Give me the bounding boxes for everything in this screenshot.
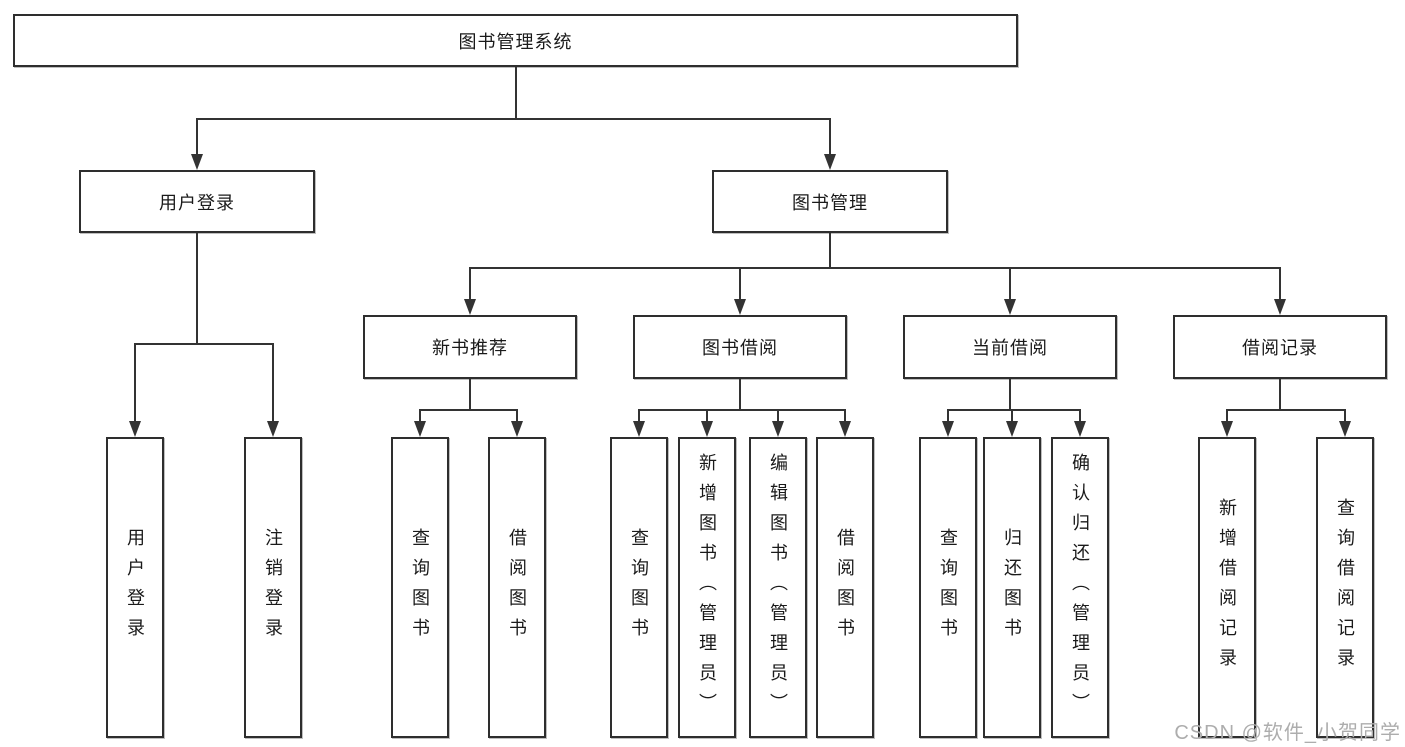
leaf-query-books-current: 查询图书 (919, 437, 977, 738)
connector-book-borrowing-stem (739, 379, 741, 411)
connector-to-leaf (777, 409, 779, 425)
connector-user-login-stem (196, 233, 198, 345)
connector-to-leaf (844, 409, 846, 425)
connector-borrowing-records-stem (1279, 379, 1281, 411)
arrow-down-icon (734, 299, 746, 315)
connector-current-borrowing-hline (947, 409, 1081, 411)
connector-user-login-hline (134, 343, 274, 345)
node-label: 查询借阅记录 (1335, 497, 1355, 678)
connector-to-new-book-rec (469, 267, 471, 301)
leaf-query-borrow-record: 查询借阅记录 (1316, 437, 1374, 738)
connector-to-leaf-user-login (134, 343, 136, 423)
connector-to-leaf (1011, 409, 1013, 425)
connector-to-leaf (638, 409, 640, 425)
leaf-borrow-books: 借阅图书 (816, 437, 874, 738)
leaf-return-books: 归还图书 (983, 437, 1041, 738)
arrow-down-icon (414, 421, 426, 437)
node-label: 用户登录 (159, 192, 235, 213)
leaf-query-books-borrow: 查询图书 (610, 437, 668, 738)
leaf-query-books-rec: 查询图书 (391, 437, 449, 738)
node-label: 注销登录 (263, 527, 283, 648)
node-label: 借阅图书 (835, 527, 855, 648)
leaf-add-book-admin: 新增图书（管理员） (678, 437, 736, 738)
leaf-borrow-books-rec: 借阅图书 (488, 437, 546, 738)
arrow-down-icon (1006, 421, 1018, 437)
node-label: 确认归还（管理员） (1070, 452, 1090, 723)
connector-book-borrowing-hline (638, 409, 846, 411)
connector-to-leaf (1344, 409, 1346, 425)
node-label: 归还图书 (1002, 527, 1022, 648)
connector-to-book-management (829, 118, 831, 158)
arrow-down-icon (1339, 421, 1351, 437)
connector-current-borrowing-stem (1009, 379, 1011, 411)
leaf-add-borrow-record: 新增借阅记录 (1198, 437, 1256, 738)
arrow-down-icon (839, 421, 851, 437)
arrow-down-icon (824, 154, 836, 170)
connector-book-management-stem (829, 233, 831, 269)
connector-book-management-hline (469, 267, 1281, 269)
node-label: 用户登录 (125, 527, 145, 648)
connector-to-user-login (196, 118, 198, 158)
leaf-edit-book-admin: 编辑图书（管理员） (749, 437, 807, 738)
node-label: 图书管理系统 (458, 31, 573, 52)
node-label: 当前借阅 (972, 338, 1048, 358)
node-label: 借阅图书 (507, 527, 527, 648)
arrow-down-icon (267, 421, 279, 437)
arrow-down-icon (701, 421, 713, 437)
connector-to-leaf (947, 409, 949, 425)
connector-new-book-rec-stem (469, 379, 471, 411)
arrow-down-icon (1004, 299, 1016, 315)
connector-to-leaf (706, 409, 708, 425)
connector-to-leaf (419, 409, 421, 425)
arrow-down-icon (772, 421, 784, 437)
node-label: 图书管理 (792, 192, 868, 213)
arrow-down-icon (464, 299, 476, 315)
connector-to-book-borrowing (739, 267, 741, 301)
leaf-user-login: 用户登录 (106, 437, 164, 738)
node-new-book-recommendation: 新书推荐 (363, 315, 577, 379)
connector-new-book-rec-hline (419, 409, 518, 411)
node-borrowing-records: 借阅记录 (1173, 315, 1387, 379)
node-label: 新增借阅记录 (1217, 497, 1237, 678)
node-current-borrowing: 当前借阅 (903, 315, 1117, 379)
connector-borrowing-records-hline (1226, 409, 1346, 411)
node-label: 查询图书 (629, 527, 649, 648)
connector-to-leaf (516, 409, 518, 425)
arrow-down-icon (1221, 421, 1233, 437)
watermark-csdn: CSDN @软件_小贺同学 (1174, 722, 1401, 744)
connector-to-borrowing-records (1279, 267, 1281, 301)
connector-root-stem (515, 67, 517, 119)
arrow-down-icon (633, 421, 645, 437)
leaf-logout: 注销登录 (244, 437, 302, 738)
node-label: 查询图书 (938, 527, 958, 648)
arrow-down-icon (1074, 421, 1086, 437)
node-label: 新书推荐 (432, 338, 508, 358)
node-label: 编辑图书（管理员） (768, 452, 788, 723)
node-user-login: 用户登录 (79, 170, 315, 233)
connector-root-hline (196, 118, 831, 120)
node-library-management-system: 图书管理系统 (13, 14, 1018, 67)
node-book-borrowing: 图书借阅 (633, 315, 847, 379)
arrow-down-icon (191, 154, 203, 170)
arrow-down-icon (511, 421, 523, 437)
node-label: 新增图书（管理员） (697, 452, 717, 723)
node-label: 借阅记录 (1242, 338, 1318, 358)
connector-to-leaf-logout (272, 343, 274, 423)
leaf-confirm-return-admin: 确认归还（管理员） (1051, 437, 1109, 738)
connector-to-leaf (1079, 409, 1081, 425)
connector-to-current-borrowing (1009, 267, 1011, 301)
node-book-management: 图书管理 (712, 170, 948, 233)
arrow-down-icon (942, 421, 954, 437)
connector-to-leaf (1226, 409, 1228, 425)
arrow-down-icon (1274, 299, 1286, 315)
arrow-down-icon (129, 421, 141, 437)
node-label: 图书借阅 (702, 338, 778, 358)
node-label: 查询图书 (410, 527, 430, 648)
